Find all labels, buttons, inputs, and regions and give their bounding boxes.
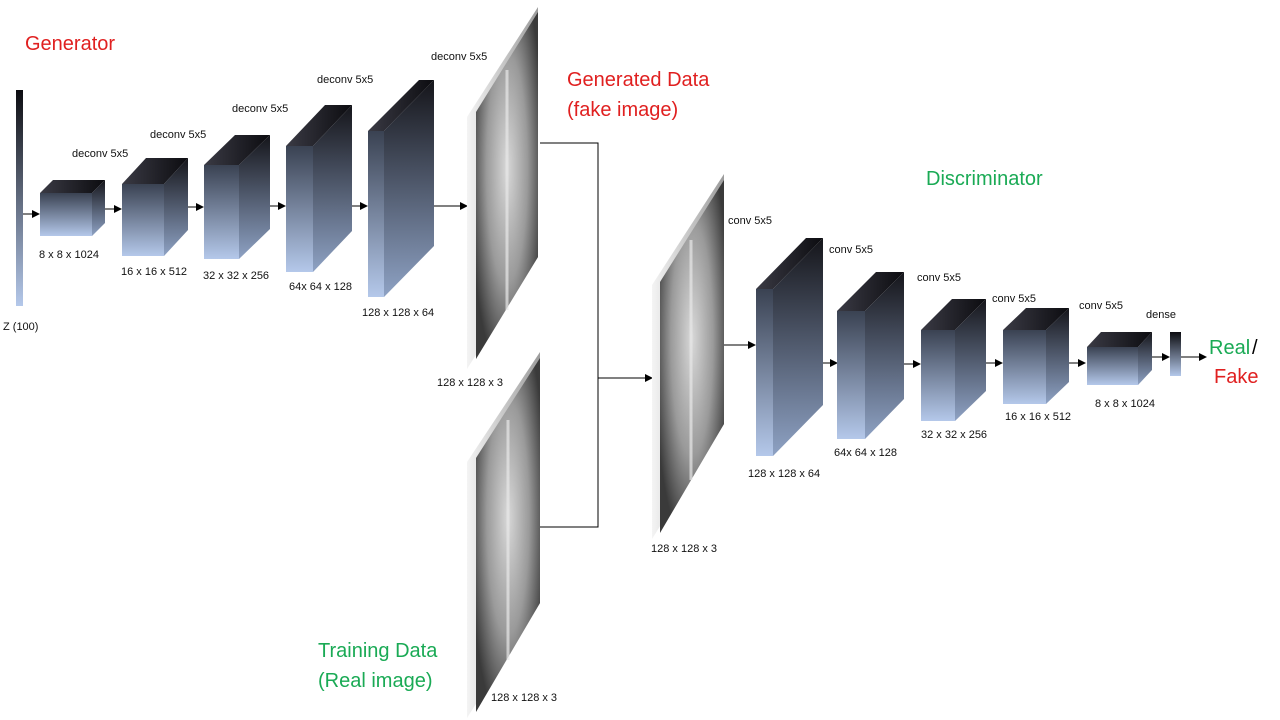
discriminator-layer-4-shape: 16 x 16 x 512 — [1005, 411, 1071, 423]
connector-fake-to-merge — [540, 142, 599, 528]
generator-layer-2-block — [122, 158, 188, 256]
output-real-label: Real — [1209, 337, 1250, 359]
generator-layer-5-op: deconv 5x5 — [431, 51, 487, 63]
discriminator-layer-1-block — [756, 238, 823, 456]
training-image-shape: 128 x 128 x 3 — [491, 692, 557, 704]
discriminator-input-image — [652, 174, 724, 539]
generator-layer-1-op: deconv 5x5 — [72, 148, 128, 160]
generator-layer-3-block — [204, 135, 270, 259]
discriminator-layer-5-block — [1087, 332, 1152, 385]
discriminator-layer-5-shape: 8 x 8 x 1024 — [1095, 398, 1155, 410]
generator-layer-2-op: deconv 5x5 — [150, 129, 206, 141]
generator-layer-1-block — [40, 180, 105, 236]
training-image — [467, 352, 540, 718]
generated-image — [467, 7, 538, 369]
discriminator-layer-4-op: conv 5x5 — [992, 293, 1036, 305]
generator-layer-3-op: deconv 5x5 — [232, 103, 288, 115]
output-fake-label: Fake — [1214, 366, 1258, 388]
dense-layer-label: dense — [1146, 309, 1176, 321]
discriminator-layer-3-op: conv 5x5 — [917, 272, 961, 284]
generator-title: Generator — [25, 33, 115, 55]
generator-layer-5-block — [368, 80, 434, 297]
training-data-label-line2: (Real image) — [318, 670, 432, 692]
discriminator-layer-5-op: conv 5x5 — [1079, 300, 1123, 312]
z-vector-bar — [16, 90, 23, 306]
generator-layer-5-shape: 128 x 128 x 64 — [362, 307, 434, 319]
generator-layer-4-shape: 64x 64 x 128 — [289, 281, 352, 293]
generator-layer-3-shape: 32 x 32 x 256 — [203, 270, 269, 282]
discriminator-layer-2-shape: 64x 64 x 128 — [834, 447, 897, 459]
generated-image-shape: 128 x 128 x 3 — [437, 377, 503, 389]
discriminator-layer-2-block — [837, 272, 904, 439]
discriminator-input-shape: 128 x 128 x 3 — [651, 543, 717, 555]
generator-layer-1-shape: 8 x 8 x 1024 — [39, 249, 99, 261]
generator-layer-2-shape: 16 x 16 x 512 — [121, 266, 187, 278]
generator-layer-4-block — [286, 105, 352, 272]
generated-data-label-line1: Generated Data — [567, 69, 710, 91]
discriminator-title: Discriminator — [926, 168, 1043, 190]
z-vector-label: Z (100) — [3, 321, 38, 333]
training-data-label-line1: Training Data — [318, 640, 438, 662]
generated-data-label-line2: (fake image) — [567, 99, 678, 121]
dense-layer-block — [1170, 332, 1181, 376]
discriminator-layer-4-block — [1003, 308, 1069, 404]
output-slash: / — [1252, 337, 1258, 359]
discriminator-layer-1-shape: 128 x 128 x 64 — [748, 468, 820, 480]
discriminator-layer-1-op: conv 5x5 — [728, 215, 772, 227]
discriminator-layer-3-block — [921, 299, 986, 421]
generator-layer-4-op: deconv 5x5 — [317, 74, 373, 86]
discriminator-layer-3-shape: 32 x 32 x 256 — [921, 429, 987, 441]
discriminator-layer-2-op: conv 5x5 — [829, 244, 873, 256]
